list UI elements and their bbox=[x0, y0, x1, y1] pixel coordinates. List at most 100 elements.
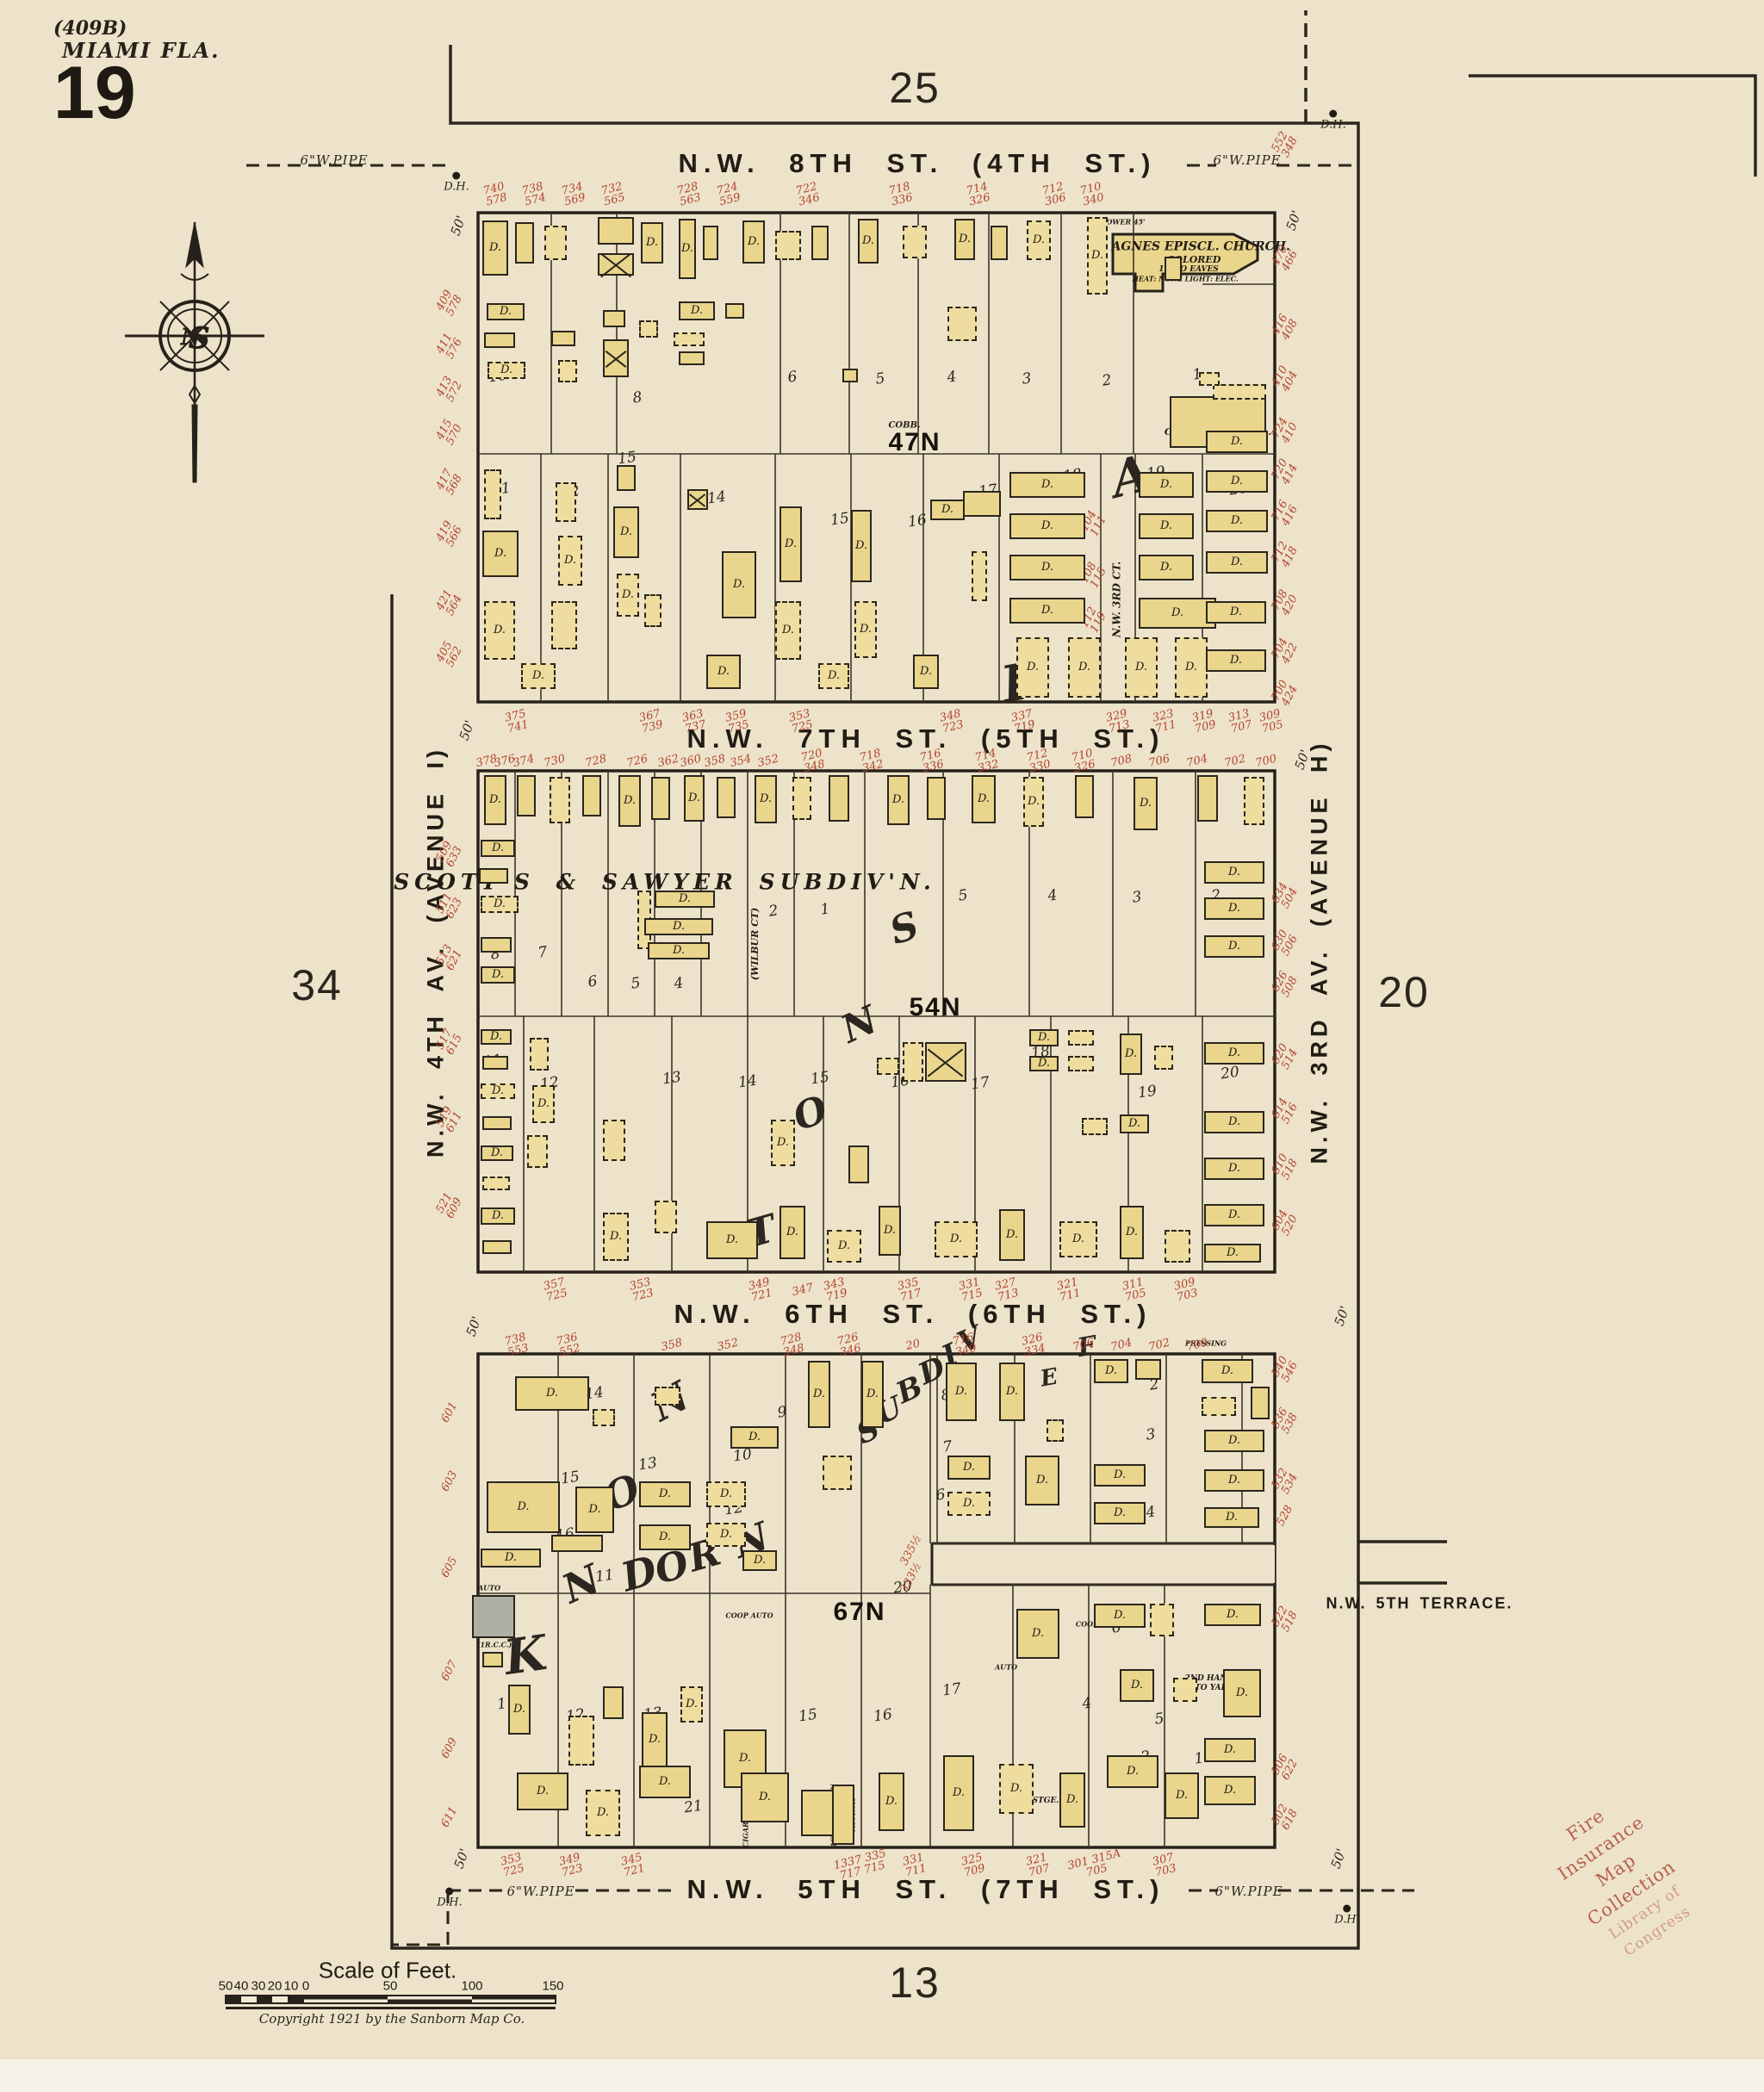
building-footprint: D. bbox=[755, 775, 777, 823]
building-footprint: D. bbox=[481, 896, 519, 913]
dwelling-label: D. bbox=[1113, 1468, 1127, 1481]
building-footprint: D. bbox=[639, 1524, 691, 1550]
building-footprint: D. bbox=[482, 220, 508, 276]
building-footprint: D. bbox=[1009, 598, 1085, 624]
building-footprint: D. bbox=[1139, 555, 1194, 580]
building-footprint: D. bbox=[1009, 472, 1085, 498]
dwelling-label: D. bbox=[784, 537, 798, 550]
lot-number: 9 bbox=[776, 1403, 788, 1422]
building-footprint: D. bbox=[999, 1209, 1025, 1261]
building-footprint: D. bbox=[521, 663, 556, 689]
building-footprint: D. bbox=[575, 1487, 614, 1533]
building-footprint: D. bbox=[947, 1492, 991, 1516]
dwelling-label: D. bbox=[1078, 660, 1091, 674]
building-footprint bbox=[482, 1652, 503, 1667]
lot-number: 2 bbox=[767, 902, 780, 921]
lot-number: 6 bbox=[587, 972, 599, 991]
dwelling-label: D. bbox=[500, 363, 513, 376]
dwelling-label: D. bbox=[962, 1496, 976, 1510]
dwelling-label: D. bbox=[504, 1550, 518, 1564]
building-footprint: D. bbox=[742, 220, 765, 264]
dwelling-label: D. bbox=[1229, 653, 1243, 667]
atlas-reference: (409B) bbox=[53, 17, 127, 40]
building-footprint: D. bbox=[1204, 1776, 1256, 1805]
water-pipe-label: 6"W.PIPE bbox=[1213, 152, 1282, 168]
dwelling-label: D. bbox=[491, 1083, 505, 1097]
building-footprint bbox=[725, 303, 744, 319]
dwelling-label: D. bbox=[1035, 1473, 1049, 1487]
building-footprint bbox=[801, 1790, 835, 1836]
lot-number: 19 bbox=[1136, 1082, 1158, 1102]
dwelling-label: D. bbox=[1221, 1363, 1234, 1377]
building-footprint bbox=[481, 937, 512, 953]
building-footprint: D. bbox=[780, 1206, 805, 1259]
dwelling-label: D. bbox=[1230, 474, 1244, 487]
dwelling-label: D. bbox=[537, 1096, 550, 1110]
dwelling-label: D. bbox=[759, 791, 773, 805]
dwelling-label: D. bbox=[690, 303, 704, 317]
special-risk-building bbox=[472, 1595, 515, 1638]
lot-number: 20 bbox=[1219, 1063, 1241, 1083]
building-footprint: D. bbox=[722, 551, 756, 618]
building-footprint: D. bbox=[741, 1772, 789, 1822]
building-footprint: D. bbox=[946, 1363, 977, 1421]
building-footprint: D. bbox=[1059, 1772, 1085, 1828]
adjacent-sheet-number: 13 bbox=[889, 1959, 941, 2007]
building-footprint: D. bbox=[1068, 637, 1101, 698]
building-footprint: D. bbox=[1120, 1114, 1149, 1133]
lot-number: 17 bbox=[969, 1073, 991, 1094]
dwelling-label: D. bbox=[1071, 1232, 1085, 1245]
dwelling-label: D. bbox=[658, 1487, 672, 1500]
dwelling-label: D. bbox=[1032, 233, 1046, 246]
dwelling-label: D. bbox=[499, 304, 512, 318]
lot-number: 4 bbox=[1145, 1503, 1157, 1522]
lot-number: 16 bbox=[906, 511, 929, 531]
building-footprint: D. bbox=[618, 775, 641, 827]
building-footprint: D. bbox=[954, 219, 975, 260]
building-footprint: D. bbox=[1059, 1221, 1097, 1257]
street-label: N.W. 5TH TERRACE. bbox=[1326, 1594, 1513, 1612]
dwelling-label: D. bbox=[488, 792, 502, 806]
dwelling-label: D. bbox=[536, 1784, 550, 1797]
building-footprint: D. bbox=[679, 301, 715, 320]
dwelling-label: D. bbox=[1227, 865, 1241, 878]
building-footprint bbox=[792, 777, 811, 820]
dwelling-label: D. bbox=[719, 1527, 733, 1541]
dwelling-label: D. bbox=[1009, 1781, 1023, 1795]
building-footprint: D. bbox=[613, 506, 639, 558]
dwelling-label: D. bbox=[609, 1229, 623, 1243]
building-footprint bbox=[482, 1176, 510, 1190]
building-footprint bbox=[551, 1535, 603, 1552]
building-footprint: D. bbox=[1087, 217, 1108, 295]
dwelling-label: D. bbox=[861, 233, 875, 247]
lot-number: 14 bbox=[705, 487, 728, 508]
lot-number: 10 bbox=[731, 1445, 754, 1466]
svg-text:S: S bbox=[189, 321, 210, 356]
lot-number: 15 bbox=[829, 509, 851, 530]
landmark-label: N.W. 3RD CT. bbox=[1110, 561, 1123, 638]
scale-tick-label: 10 bbox=[283, 1978, 299, 1994]
dwelling-label: D. bbox=[1027, 794, 1040, 808]
dwelling-label: D. bbox=[1104, 1363, 1118, 1377]
building-footprint: D. bbox=[487, 303, 525, 320]
building-footprint bbox=[644, 594, 662, 627]
lot-number: 14 bbox=[736, 1071, 759, 1092]
sheet-number: 19 bbox=[53, 52, 136, 134]
dwelling-label: D. bbox=[962, 1460, 976, 1474]
building-footprint: D. bbox=[1204, 1430, 1264, 1452]
building-footprint: D. bbox=[972, 775, 996, 823]
dwelling-label: D. bbox=[866, 1387, 879, 1400]
building-footprint: D. bbox=[1139, 598, 1216, 629]
building-footprint: D. bbox=[818, 663, 849, 689]
building-footprint bbox=[1075, 775, 1094, 818]
double-hydrant-marker: D.H. bbox=[1334, 1904, 1360, 1927]
dwelling-label: D. bbox=[977, 791, 991, 805]
building-footprint bbox=[687, 489, 708, 510]
building-footprint: D. bbox=[481, 1549, 541, 1567]
hydrant-dot bbox=[452, 171, 461, 180]
lot-number: 11 bbox=[593, 1566, 616, 1586]
building-footprint: D. bbox=[879, 1206, 901, 1256]
building-footprint bbox=[603, 339, 629, 377]
lot-number: 8 bbox=[631, 388, 643, 407]
building-footprint bbox=[679, 351, 705, 365]
